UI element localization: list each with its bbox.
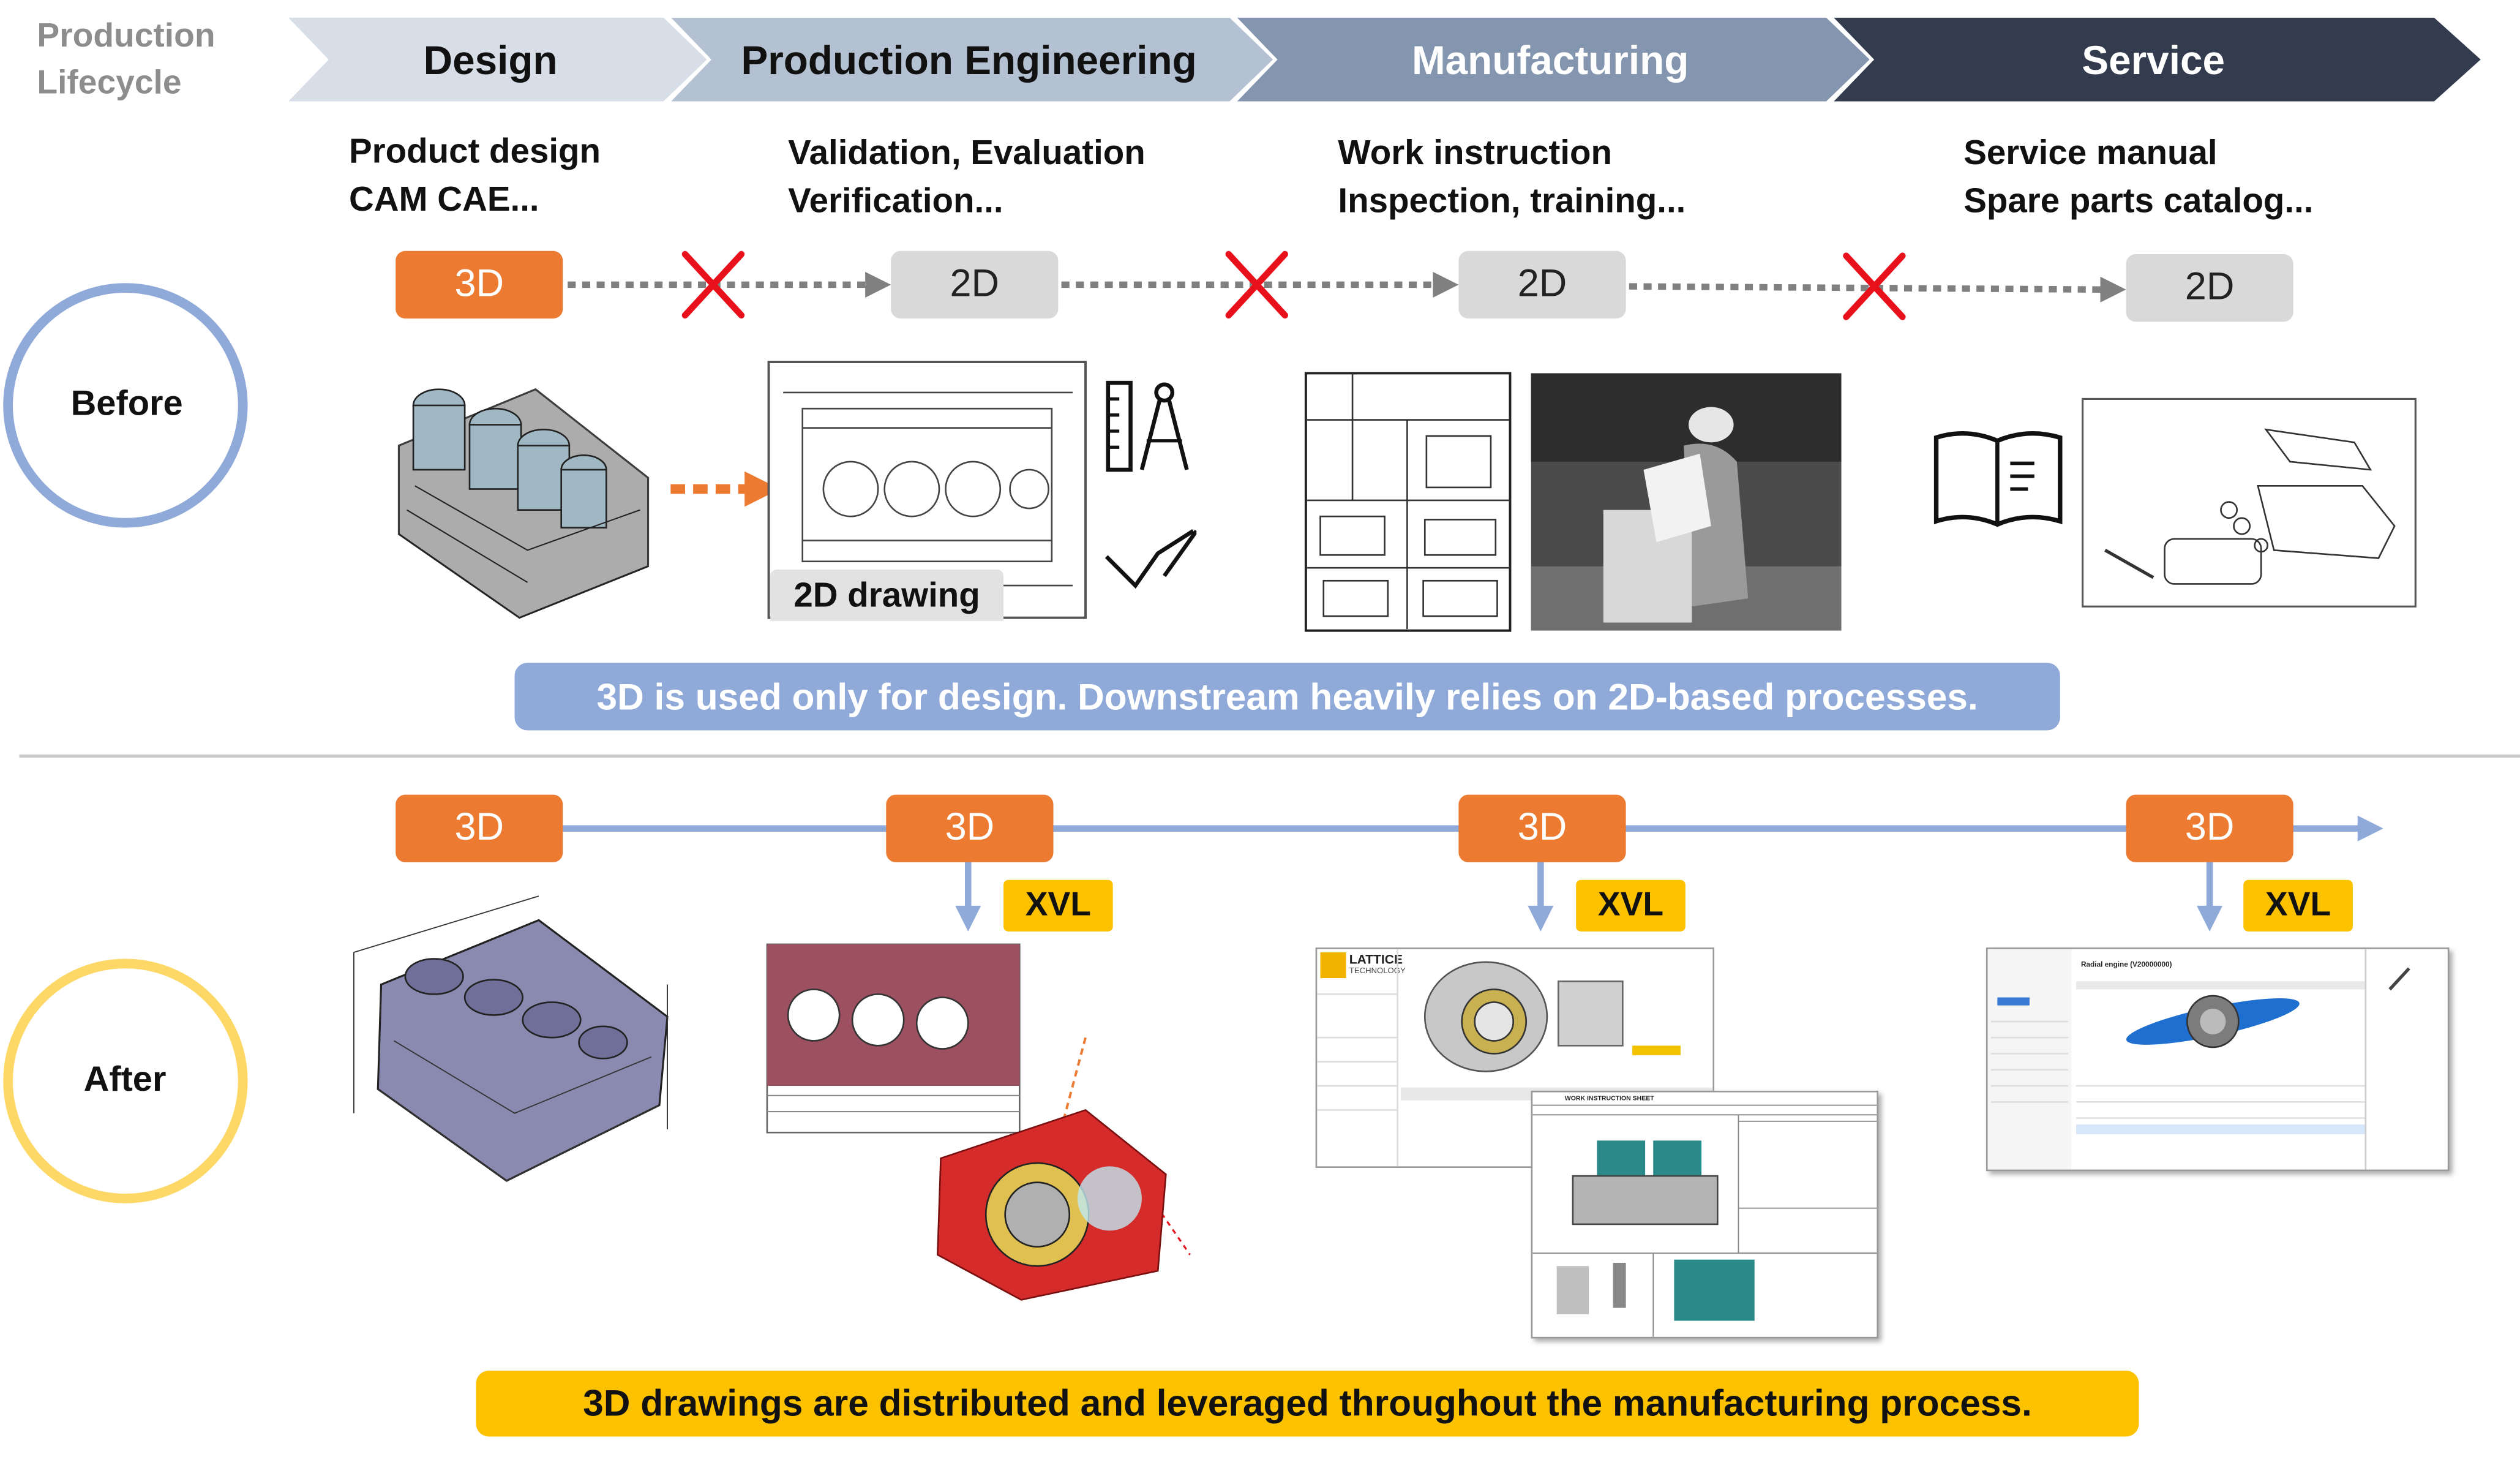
work-instruction-sheet-title: WORK INSTRUCTION SHEET <box>1564 1094 1654 1102</box>
stage-label-production-engineering: Production Engineering <box>741 39 1197 84</box>
paper-work-instruction-illustration <box>1304 372 1512 632</box>
red-x-icon <box>1843 252 1906 320</box>
red-x-icon <box>1225 250 1288 319</box>
book-icon <box>1933 431 2063 527</box>
red-x-icon <box>681 250 745 319</box>
parts-catalog-illustration <box>2082 397 2417 608</box>
before-tag-2d: 2D <box>1458 250 1626 319</box>
stage-label-design: Design <box>423 39 558 84</box>
drafting-tools-icon <box>1104 380 1197 589</box>
service-app-window: Radial engine (V20000000) <box>1986 947 2450 1172</box>
stage-arrow-service <box>1826 14 2486 105</box>
after-tag-3d: 3D <box>1458 794 1626 862</box>
before-banner: 3D is used only for design. Downstream h… <box>514 663 2060 731</box>
lattice-logo-subtext: TECHNOLOGY <box>1349 966 1406 977</box>
work-instruction-sheet: WORK INSTRUCTION SHEET <box>1531 1090 1878 1339</box>
before-circle <box>3 283 248 528</box>
before-tag-2d: 2D <box>891 250 1059 319</box>
stage-label-manufacturing: Manufacturing <box>1411 39 1689 84</box>
service-app-title: Radial engine (V20000000) <box>2080 960 2172 969</box>
after-label: After <box>83 1058 167 1099</box>
before-label: Before <box>70 383 183 423</box>
production-lifecycle-label: Production Lifecycle <box>37 17 216 102</box>
engine-block-3d-illustration <box>397 388 650 619</box>
xvl-badge: XVL <box>1576 879 1686 932</box>
stage-label-service: Service <box>2082 39 2225 84</box>
stage-arrow-design <box>280 14 712 105</box>
after-banner: 3D drawings are distributed and leverage… <box>476 1370 2139 1437</box>
before-connectors <box>568 250 2126 320</box>
lattice-logo-text: LATTICE <box>1349 952 1403 967</box>
worker-photo-illustration <box>1531 373 1842 631</box>
before-tag-2d: 2D <box>2126 254 2293 322</box>
after-circle <box>3 958 248 1203</box>
section-divider <box>19 754 2520 758</box>
engine-block-cad-illustration <box>353 895 669 1182</box>
2d-drawing-caption: 2D drawing <box>770 569 1004 621</box>
after-tag-3d: 3D <box>2126 794 2293 862</box>
after-tag-3d: 3D <box>886 794 1054 862</box>
red-engine-model-illustration <box>937 1037 1191 1301</box>
xvl-badge: XVL <box>1003 879 1113 932</box>
after-tag-3d: 3D <box>396 794 563 862</box>
lattice-logo-icon <box>1320 952 1346 979</box>
xvl-badge: XVL <box>2243 879 2353 932</box>
orange-dashed-arrow <box>670 471 780 507</box>
stage-arrows <box>280 14 2486 105</box>
cad-model-view-illustration <box>766 943 1021 1134</box>
before-tag-3d: 3D <box>396 250 563 319</box>
stage-arrow-production-engineering <box>663 14 1278 105</box>
stage-arrow-manufacturing <box>1229 14 1875 105</box>
